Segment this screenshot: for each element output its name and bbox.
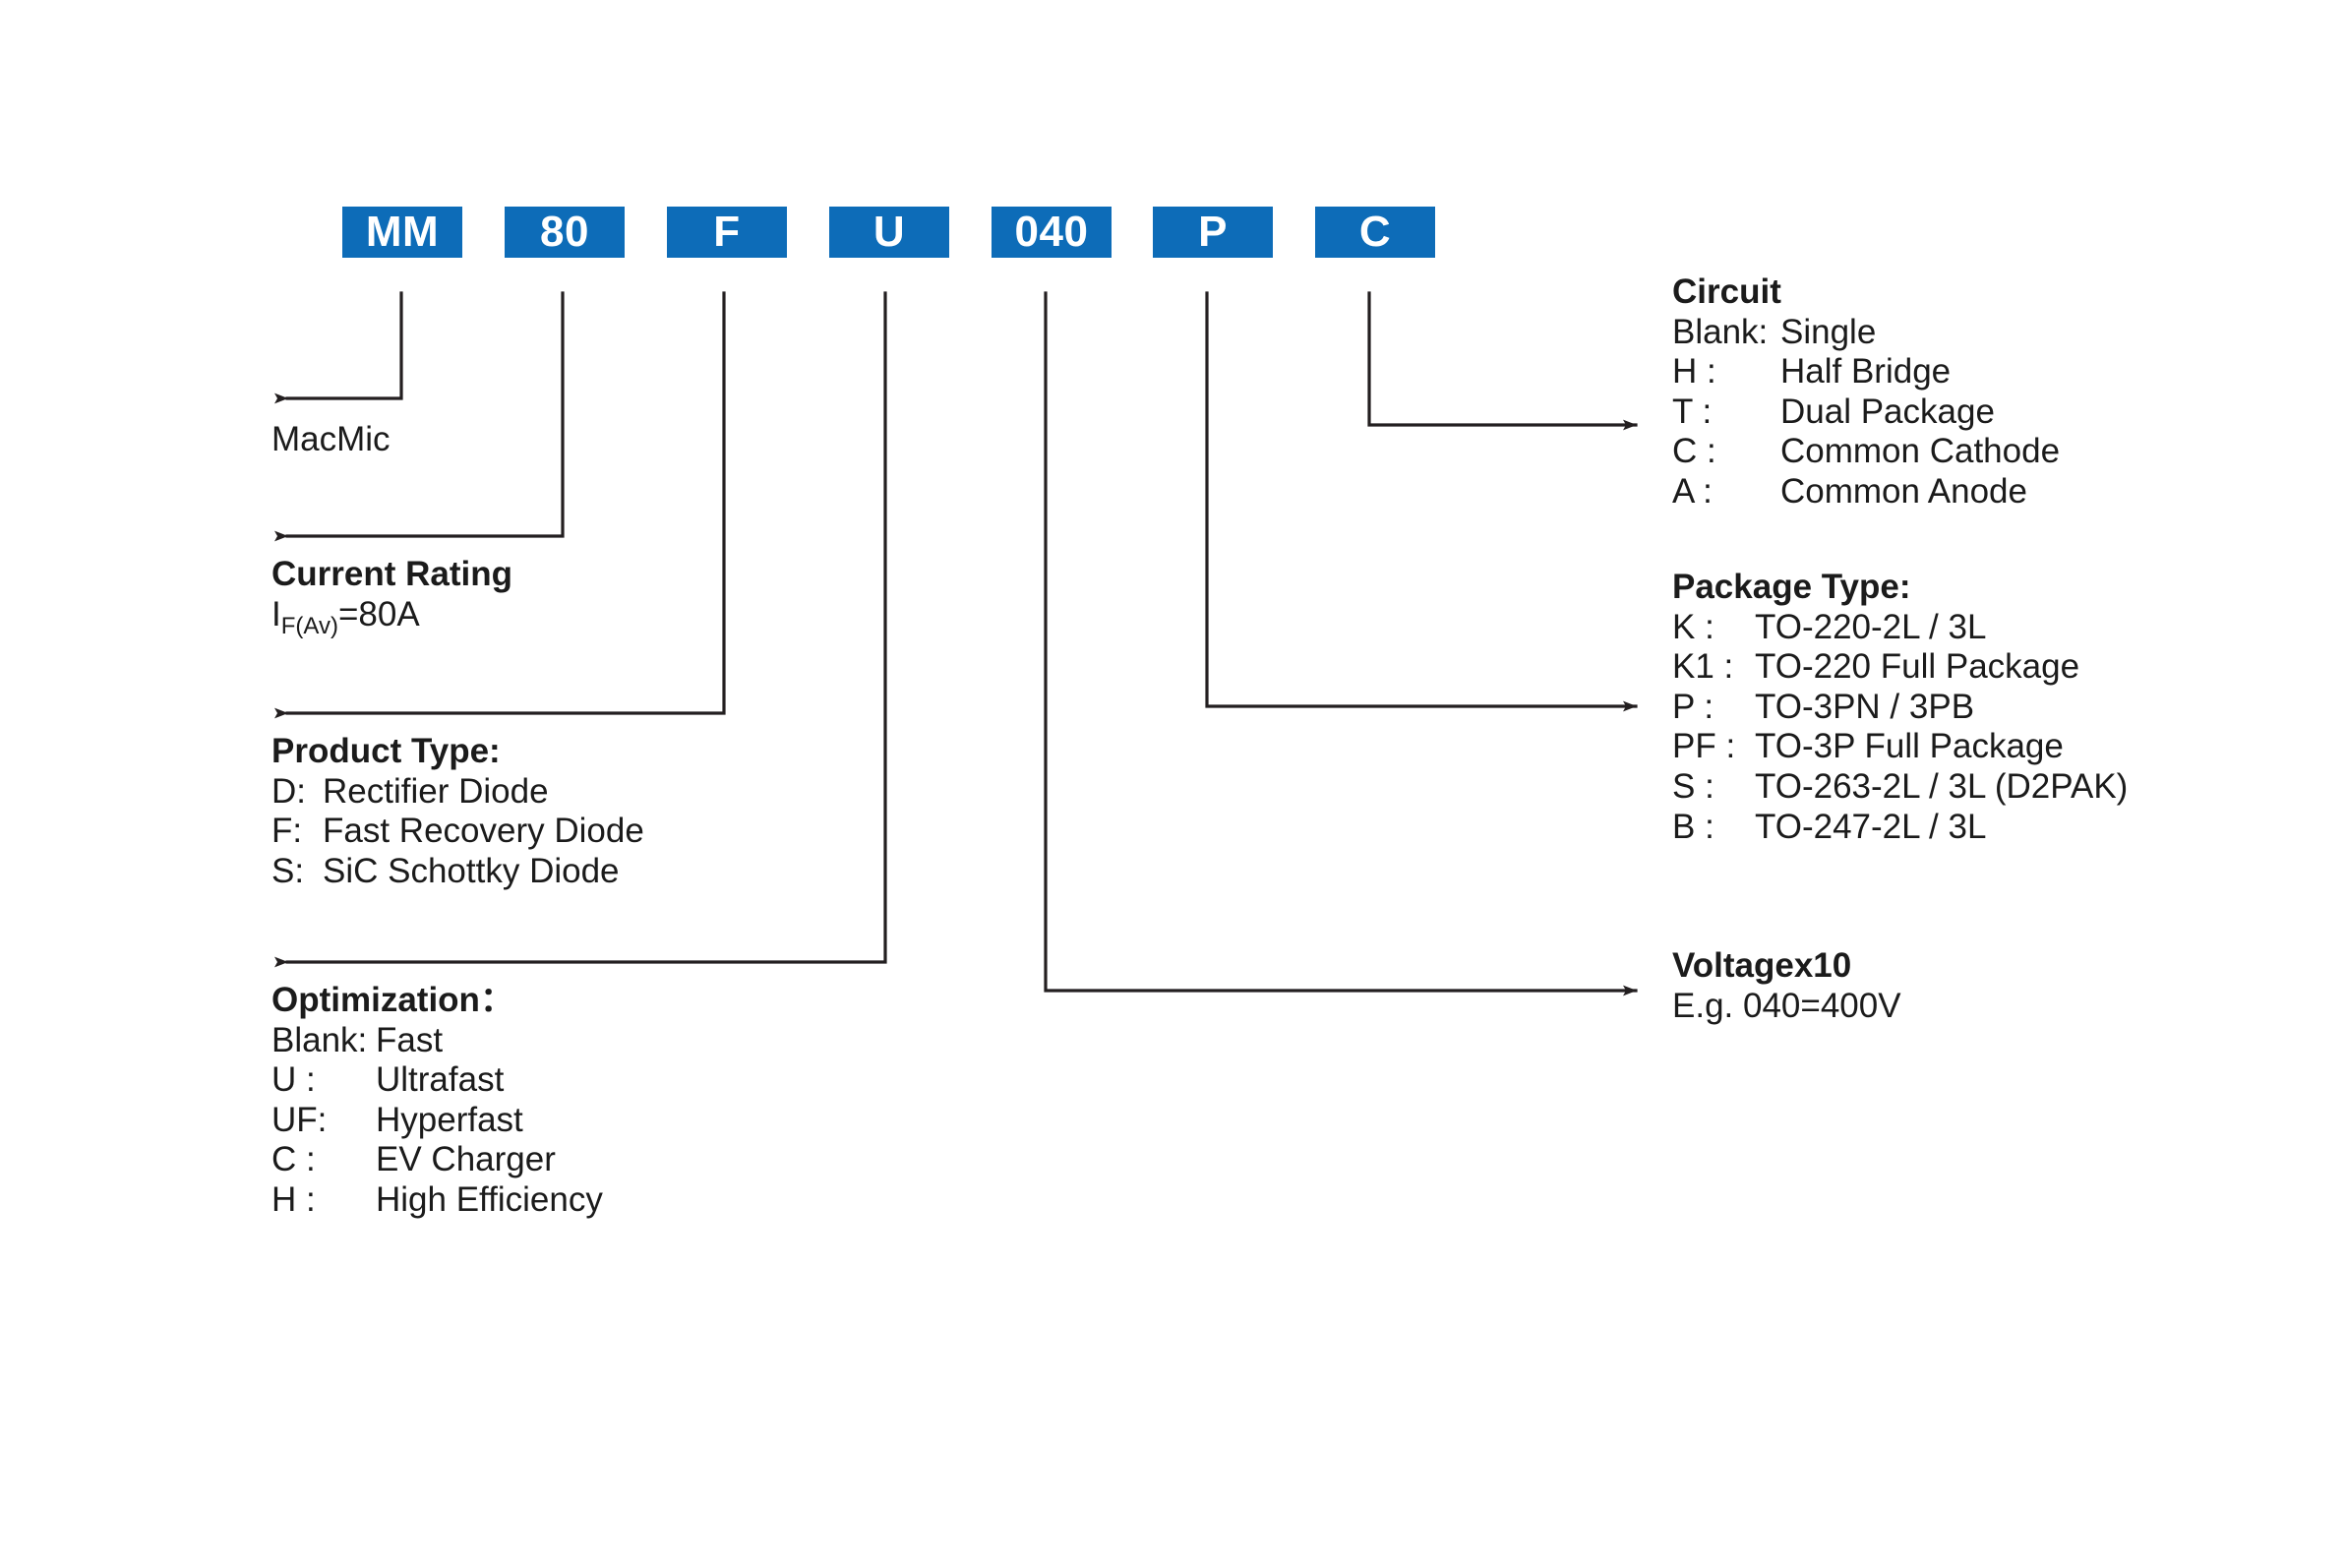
product-type-code: F:	[271, 812, 303, 851]
circuit-title: Circuit	[1672, 272, 1781, 311]
package-type-value: TO-3PN / 3PB	[1755, 687, 1975, 726]
current-rating-symbol: I	[271, 594, 281, 633]
package-type-value: TO-220 Full Package	[1755, 647, 2080, 687]
voltage-example: E.g. 040=400V	[1672, 986, 1901, 1025]
package-type-code: B :	[1672, 807, 1714, 846]
circuit-code: A :	[1672, 471, 1713, 511]
optimization-code: Blank:	[271, 1020, 368, 1059]
optimization-value: Ultrafast	[376, 1060, 505, 1100]
part-segment-manufacturer[interactable]: MM	[342, 207, 462, 258]
leader-voltage	[1044, 291, 1638, 996]
block-manufacturer: MacMic	[271, 420, 391, 460]
circuit-row: T : Dual Package	[1672, 392, 2060, 433]
circuit-row: H : Half Bridge	[1672, 352, 2060, 392]
optimization-code: H :	[271, 1179, 316, 1219]
product-type-row: S: SiC Schottky Diode	[271, 852, 644, 892]
circuit-value: Half Bridge	[1780, 352, 1952, 392]
block-voltage: Voltagex10 E.g. 040=400V	[1672, 946, 1901, 1026]
leader-product-type	[274, 291, 726, 719]
part-segment-package-type[interactable]: P	[1153, 207, 1273, 258]
package-type-code: K1 :	[1672, 647, 1734, 687]
optimization-code: UF:	[271, 1100, 328, 1139]
package-type-code: S :	[1672, 766, 1714, 806]
block-optimization: Optimization： Blank: Fast U : Ultrafast …	[271, 981, 603, 1221]
package-type-row: B : TO-247-2L / 3L	[1672, 808, 2128, 848]
product-type-code: D:	[271, 771, 306, 811]
leader-circuit	[1367, 291, 1638, 431]
part-segment-product-type[interactable]: F	[667, 207, 787, 258]
package-type-value: TO-247-2L / 3L	[1755, 807, 1987, 846]
optimization-value: Fast	[376, 1020, 444, 1059]
circuit-value: Single	[1780, 312, 1877, 351]
package-type-code: PF :	[1672, 727, 1736, 766]
current-rating-title: Current Rating	[271, 555, 512, 593]
circuit-value: Common Anode	[1780, 471, 2027, 511]
product-type-title: Product Type:	[271, 732, 501, 770]
optimization-value: Hyperfast	[376, 1100, 523, 1139]
package-type-code: K :	[1672, 607, 1714, 646]
optimization-row: C : EV Charger	[271, 1140, 603, 1180]
circuit-code: H :	[1672, 352, 1716, 392]
circuit-row: C : Common Cathode	[1672, 432, 2060, 472]
package-type-value: TO-263-2L / 3L (D2PAK)	[1755, 766, 2129, 806]
product-type-row: D: Rectifier Diode	[271, 772, 644, 813]
voltage-title: Voltagex10	[1672, 946, 1852, 985]
package-type-row: K1 : TO-220 Full Package	[1672, 647, 2128, 688]
optimization-value: EV Charger	[376, 1140, 556, 1179]
circuit-value: Dual Package	[1780, 392, 1995, 431]
product-type-value: SiC Schottky Diode	[323, 851, 620, 890]
part-segment-circuit[interactable]: C	[1315, 207, 1435, 258]
current-rating-magnitude: =80A	[337, 594, 420, 633]
circuit-code: C :	[1672, 432, 1716, 471]
circuit-row: Blank: Single	[1672, 313, 2060, 353]
optimization-code: U :	[271, 1060, 316, 1100]
block-circuit: Circuit Blank: Single H : Half Bridge T …	[1672, 272, 2060, 513]
manufacturer-title: MacMic	[271, 420, 391, 458]
optimization-title: Optimization：	[271, 981, 514, 1019]
package-type-row: S : TO-263-2L / 3L (D2PAK)	[1672, 767, 2128, 808]
package-type-row: K : TO-220-2L / 3L	[1672, 608, 2128, 648]
package-type-row: PF : TO-3P Full Package	[1672, 727, 2128, 767]
block-package-type: Package Type: K : TO-220-2L / 3L K1 : TO…	[1672, 568, 2128, 847]
product-type-code: S:	[271, 851, 305, 890]
circuit-code: Blank:	[1672, 312, 1769, 351]
leader-manufacturer	[274, 291, 403, 404]
circuit-row: A : Common Anode	[1672, 472, 2060, 513]
package-type-title: Package Type:	[1672, 568, 1911, 606]
optimization-row: U : Ultrafast	[271, 1060, 603, 1101]
leader-optimization	[274, 291, 887, 968]
package-type-code: P :	[1672, 687, 1714, 726]
optimization-row: UF: Hyperfast	[271, 1101, 603, 1141]
part-segment-current-rating[interactable]: 80	[505, 207, 625, 258]
current-rating-subscript: F(Av)	[280, 612, 338, 639]
leader-package-type	[1205, 291, 1638, 712]
block-current-rating: Current Rating IF(Av)=80A	[271, 555, 512, 638]
optimization-value: High Efficiency	[376, 1179, 603, 1219]
product-type-value: Fast Recovery Diode	[323, 812, 644, 851]
circuit-value: Common Cathode	[1780, 432, 2061, 471]
circuit-code: T :	[1672, 392, 1713, 431]
optimization-row: H : High Efficiency	[271, 1180, 603, 1221]
package-type-value: TO-3P Full Package	[1755, 727, 2064, 766]
current-rating-value: IF(Av)=80A	[271, 595, 512, 638]
package-type-value: TO-220-2L / 3L	[1755, 607, 1987, 646]
product-type-row: F: Fast Recovery Diode	[271, 812, 644, 852]
package-type-row: P : TO-3PN / 3PB	[1672, 688, 2128, 728]
optimization-code: C :	[271, 1140, 316, 1179]
part-segment-optimization[interactable]: U	[829, 207, 949, 258]
leader-current-rating	[274, 291, 565, 542]
optimization-row: Blank: Fast	[271, 1021, 603, 1061]
part-segment-voltage[interactable]: 040	[992, 207, 1112, 258]
product-type-value: Rectifier Diode	[323, 771, 549, 811]
block-product-type: Product Type: D: Rectifier Diode F: Fast…	[271, 732, 644, 891]
